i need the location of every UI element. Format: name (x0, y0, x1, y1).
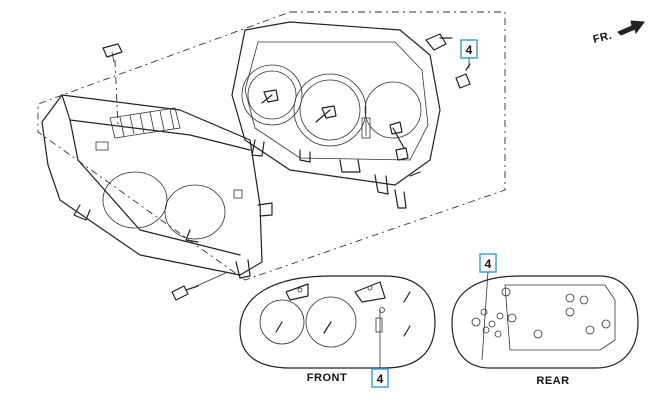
meter-housing (41, 94, 273, 279)
gauge-assembly (231, 21, 441, 209)
indicator-bulb-upper (425, 33, 453, 51)
rear-view-label: REAR (536, 375, 569, 387)
callout-number: 4 (466, 43, 473, 57)
callout-number: 4 (485, 257, 492, 271)
mounting-clip (102, 43, 123, 63)
speedometer (293, 73, 367, 147)
direction-label: FR. (592, 30, 614, 46)
tachometer (241, 64, 303, 126)
mounting-screw (171, 271, 229, 301)
rear-view (451, 275, 639, 369)
fuel-gauge (364, 81, 422, 139)
indicator-bulb-lower (455, 63, 471, 89)
front-view (239, 275, 436, 369)
callout-4-front[interactable]: 4 (371, 310, 389, 388)
callout-4-top[interactable]: 4 (460, 39, 478, 68)
callout-4-rear[interactable]: 4 (479, 253, 497, 361)
front-view-label: FRONT (307, 372, 347, 384)
front-direction-arrow: FR. (592, 20, 645, 46)
callout-number: 4 (377, 372, 384, 386)
